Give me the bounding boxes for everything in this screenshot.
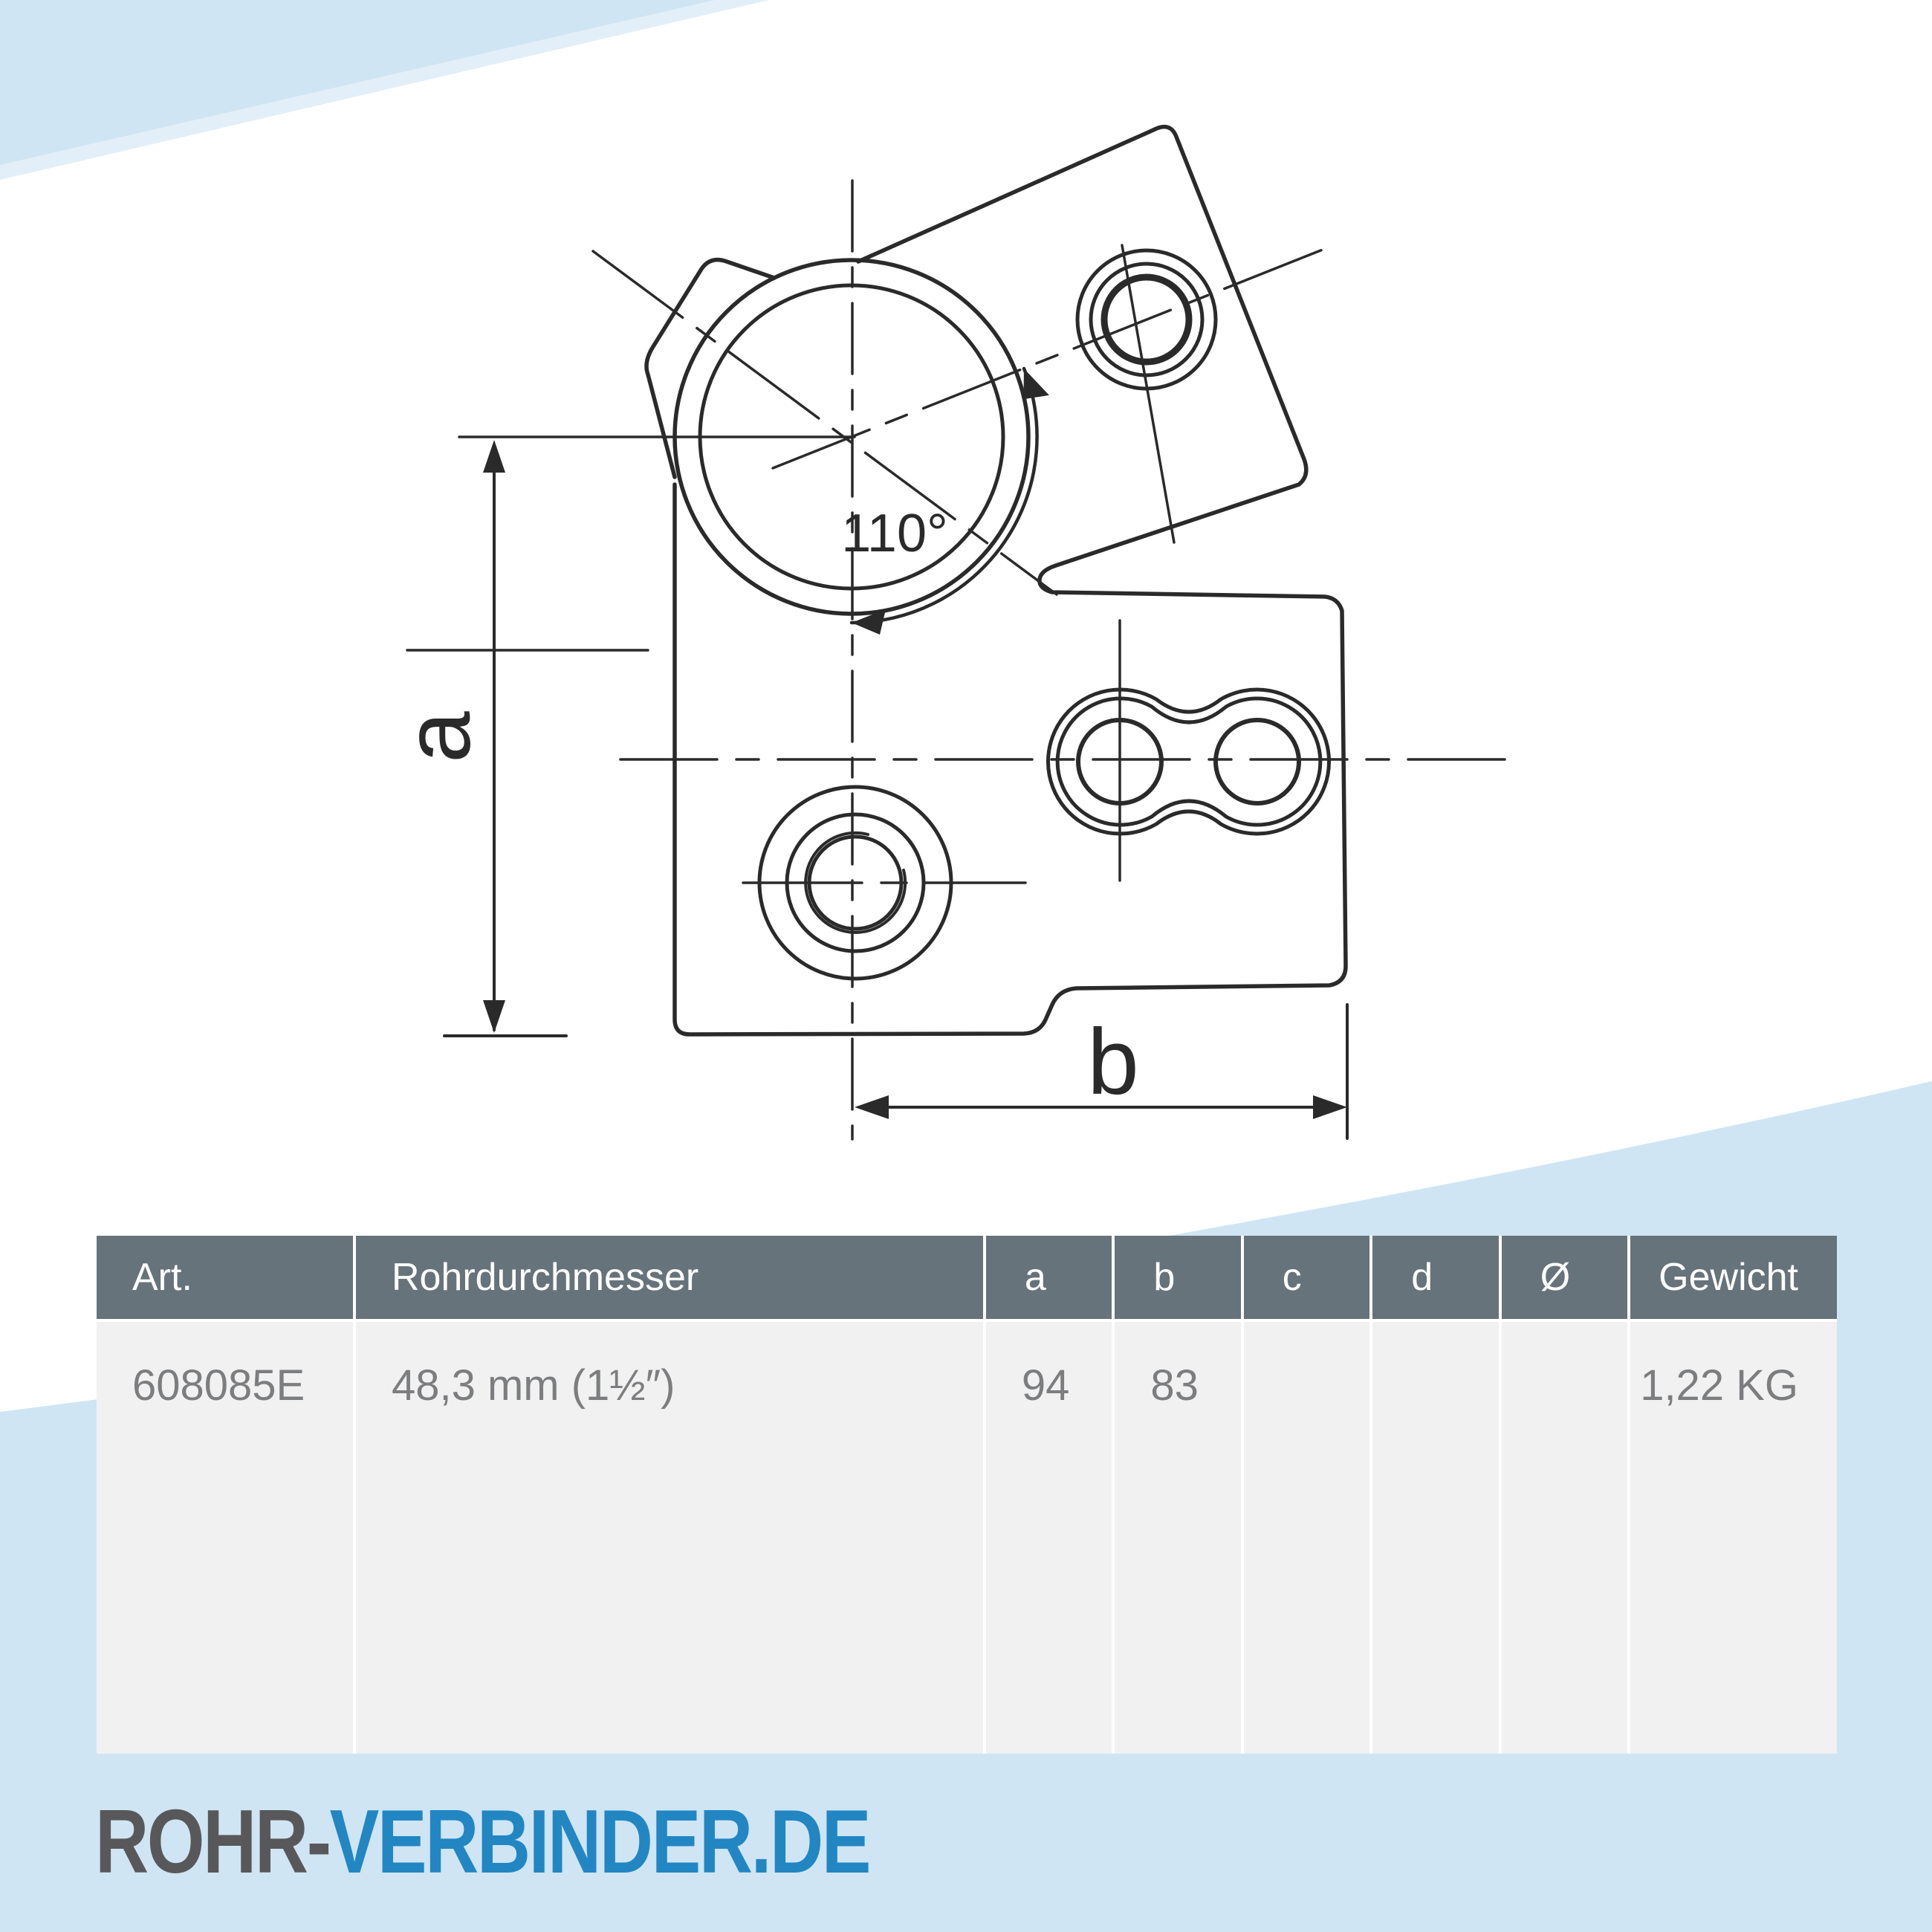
bolt-hole bbox=[1075, 244, 1218, 544]
top-left-triangle bbox=[0, 0, 715, 165]
table-row: 608085E 48,3 mm (1½″) 94 83 1,22 KG bbox=[97, 1320, 1837, 1754]
cell-d bbox=[1371, 1320, 1502, 1754]
dimension-b bbox=[855, 1003, 1349, 1140]
header-c: c bbox=[1242, 1236, 1373, 1322]
dim-b-label: b bbox=[1087, 1011, 1139, 1114]
header-b: b bbox=[1113, 1236, 1244, 1322]
technical-drawing: 110° a b bbox=[386, 124, 1519, 1141]
body-outline bbox=[672, 124, 1348, 1037]
header-gewicht: Gewicht bbox=[1629, 1236, 1837, 1322]
brand-logo-blue-part: VERBINDER.DE bbox=[329, 1791, 872, 1892]
main-socket-inner-circle bbox=[698, 283, 1005, 591]
spec-table: Art. Rohrdurchmesser a b c d Ø Gewicht 6… bbox=[97, 1236, 1837, 1754]
header-art: Art. bbox=[97, 1236, 356, 1322]
bolt-axis-centerline bbox=[771, 242, 1339, 470]
cell-gewicht: 1,22 KG bbox=[1629, 1320, 1837, 1754]
cell-rohrdurchmesser: 48,3 mm (1½″) bbox=[354, 1320, 986, 1754]
table-header-row: Art. Rohrdurchmesser a b c d Ø Gewicht bbox=[97, 1236, 1837, 1322]
dimension-a bbox=[443, 440, 568, 1037]
header-rohrdurchmesser: Rohrdurchmesser bbox=[354, 1236, 986, 1322]
cell-a: 94 bbox=[984, 1320, 1115, 1754]
angle-label: 110° bbox=[841, 504, 948, 563]
cell-c bbox=[1242, 1320, 1373, 1754]
brand-logo-gray-part: ROHR- bbox=[95, 1791, 331, 1892]
cell-b: 83 bbox=[1113, 1320, 1244, 1754]
diagonal-centerline-45 bbox=[591, 250, 1058, 596]
header-diameter: Ø bbox=[1500, 1236, 1631, 1322]
cell-diameter bbox=[1500, 1320, 1631, 1754]
angle-arc bbox=[849, 366, 1049, 635]
bottom-socket-boss bbox=[757, 785, 953, 981]
cell-art: 608085E bbox=[97, 1320, 356, 1754]
brand-logo: ROHR-VERBINDER.DE bbox=[95, 1789, 872, 1893]
main-socket-outer-circle bbox=[672, 258, 1031, 616]
double-hole-link bbox=[1046, 619, 1332, 882]
header-a: a bbox=[984, 1236, 1115, 1322]
header-d: d bbox=[1371, 1236, 1502, 1322]
dim-a-label: a bbox=[386, 711, 490, 763]
clamp-lug-outline bbox=[644, 257, 777, 479]
